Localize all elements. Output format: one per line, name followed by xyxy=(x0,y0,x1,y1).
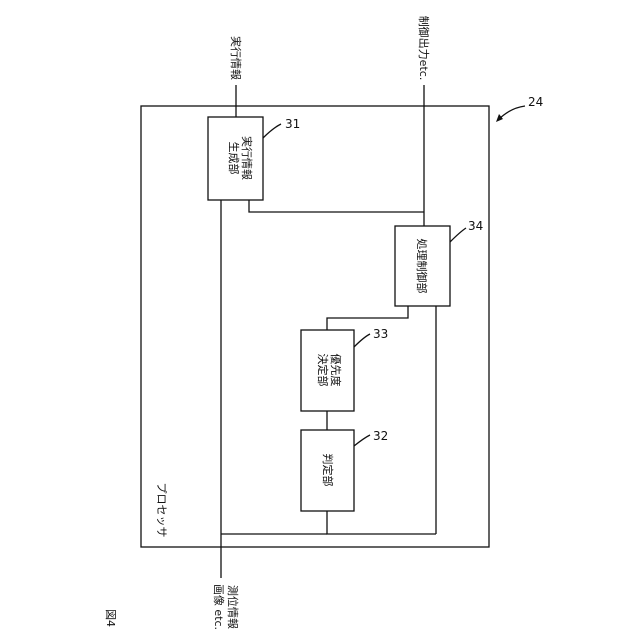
svg-text:33: 33 xyxy=(373,327,388,341)
svg-text:34: 34 xyxy=(468,219,483,233)
judgment-label: 判定部 xyxy=(321,454,335,487)
processing-control-label: 処理制御部 xyxy=(415,239,429,294)
input-label-1: 測位情報 xyxy=(226,585,240,629)
processor-label: プロセッサ xyxy=(155,483,168,538)
exec-info-gen-label-1: 実行情報 xyxy=(240,136,254,180)
input-label-2: 画像 etc. xyxy=(212,584,225,630)
ref-24: 24 xyxy=(496,95,543,122)
priority-label-2: 決定部 xyxy=(316,354,330,387)
svg-text:24: 24 xyxy=(528,95,543,109)
figure-label: 図4 xyxy=(104,609,117,627)
priority-label-1: 優先度 xyxy=(329,354,343,387)
svg-text:32: 32 xyxy=(373,429,388,443)
exec-info-gen-label-2: 生成部 xyxy=(227,142,241,175)
exec-info-out-label: 実行情報 xyxy=(229,36,243,80)
svg-text:31: 31 xyxy=(285,117,300,131)
control-out-label: 制御出力etc. xyxy=(417,16,431,81)
